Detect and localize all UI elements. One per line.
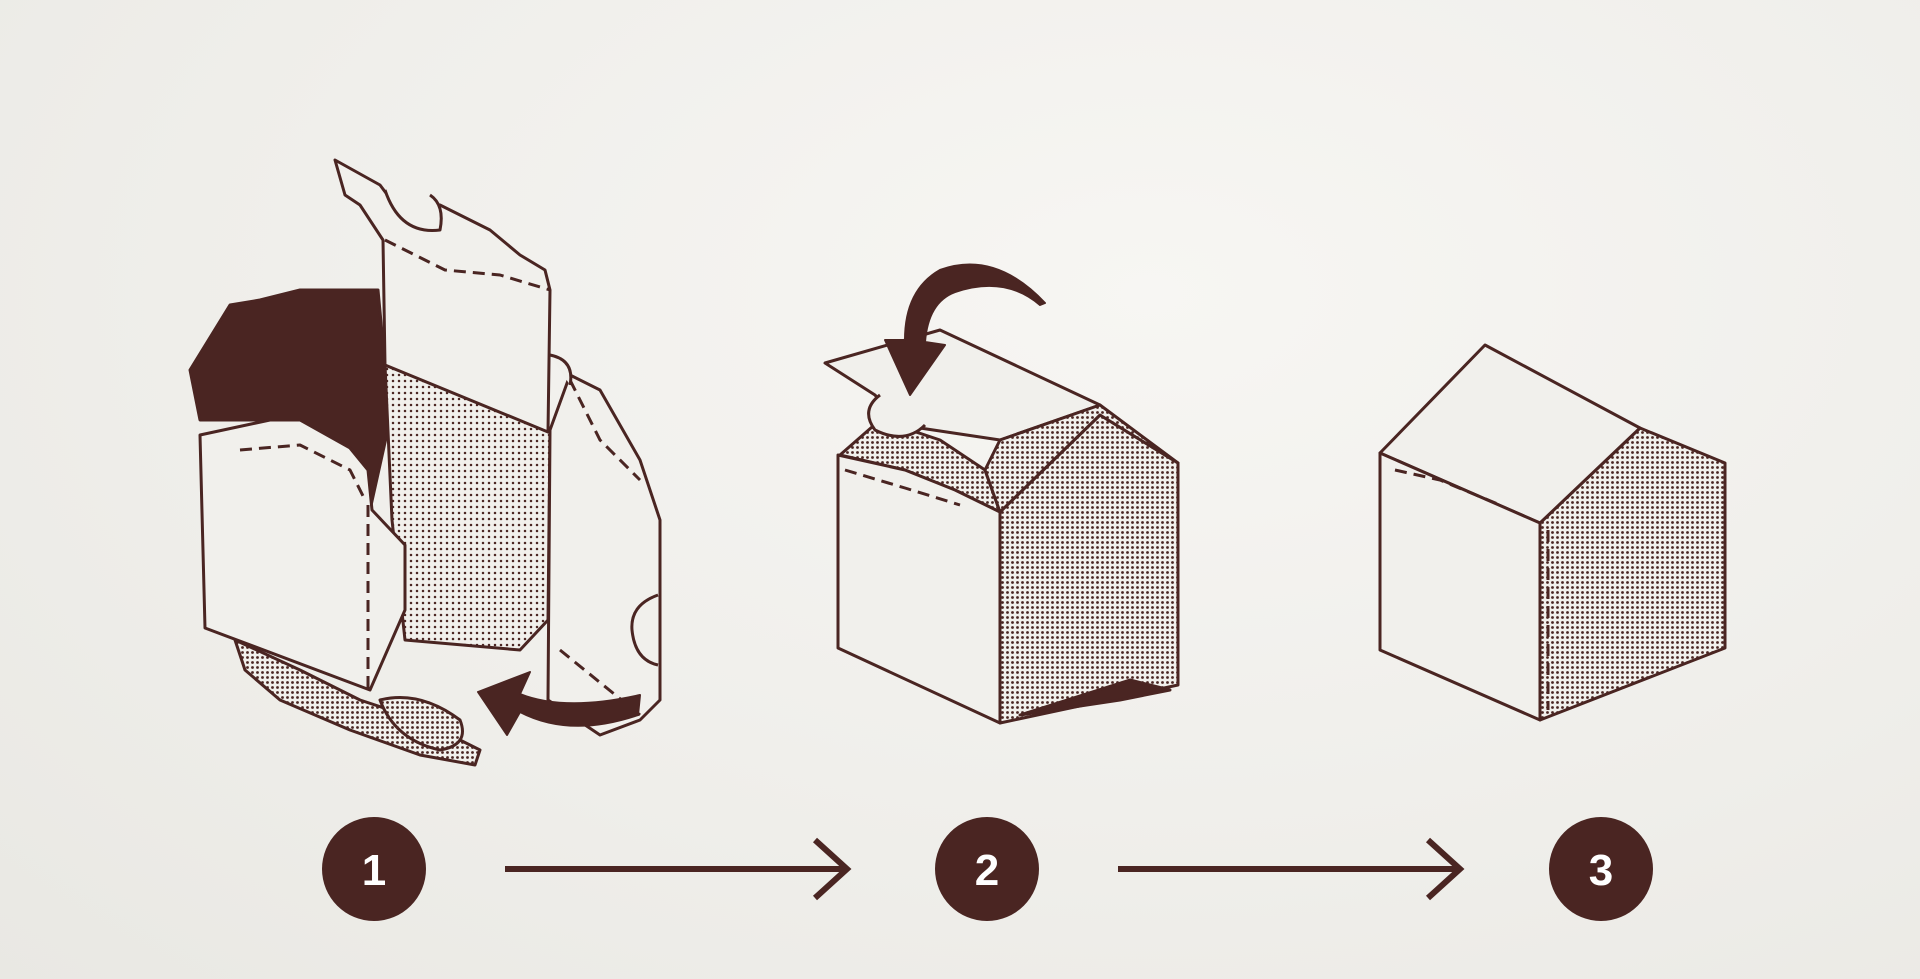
right-arrow-icon-2 [1118, 837, 1465, 901]
box-step-2-flap-tab [867, 393, 927, 438]
box-step-1-side-tab [630, 593, 659, 667]
box-step-2 [823, 328, 1180, 725]
box-step-1-right-panel [546, 373, 662, 737]
curved-arrow-icon [477, 671, 641, 736]
box-step-1 [188, 158, 662, 767]
box-step-1-flap-tab [383, 189, 443, 232]
step-number-2: 2 [975, 846, 999, 895]
right-arrow-icon [505, 837, 852, 901]
box-step-1-side-tab-upper [549, 353, 573, 386]
box-step-1-right-fold-line [568, 379, 642, 482]
box-step-2-floor-tab [1018, 678, 1172, 717]
step-number-1: 1 [362, 846, 386, 895]
box-step-1-left-panel [198, 418, 407, 692]
box-step-2-left-fold-line [844, 468, 961, 507]
box-step-1-bottom-tab [378, 696, 464, 752]
step-marker-1: 1 [322, 817, 426, 921]
box-step-3 [1378, 343, 1727, 722]
curved-arrow-icon-step-2 [884, 263, 1046, 396]
step-number-3: 3 [1589, 846, 1613, 895]
box-step-3-roof-fold-line [1394, 468, 1501, 507]
box-step-1-left-fold-line [239, 443, 367, 501]
box-step-2-roof-slope [983, 403, 1180, 514]
step-marker-3: 3 [1549, 817, 1653, 921]
step-marker-2: 2 [935, 817, 1039, 921]
